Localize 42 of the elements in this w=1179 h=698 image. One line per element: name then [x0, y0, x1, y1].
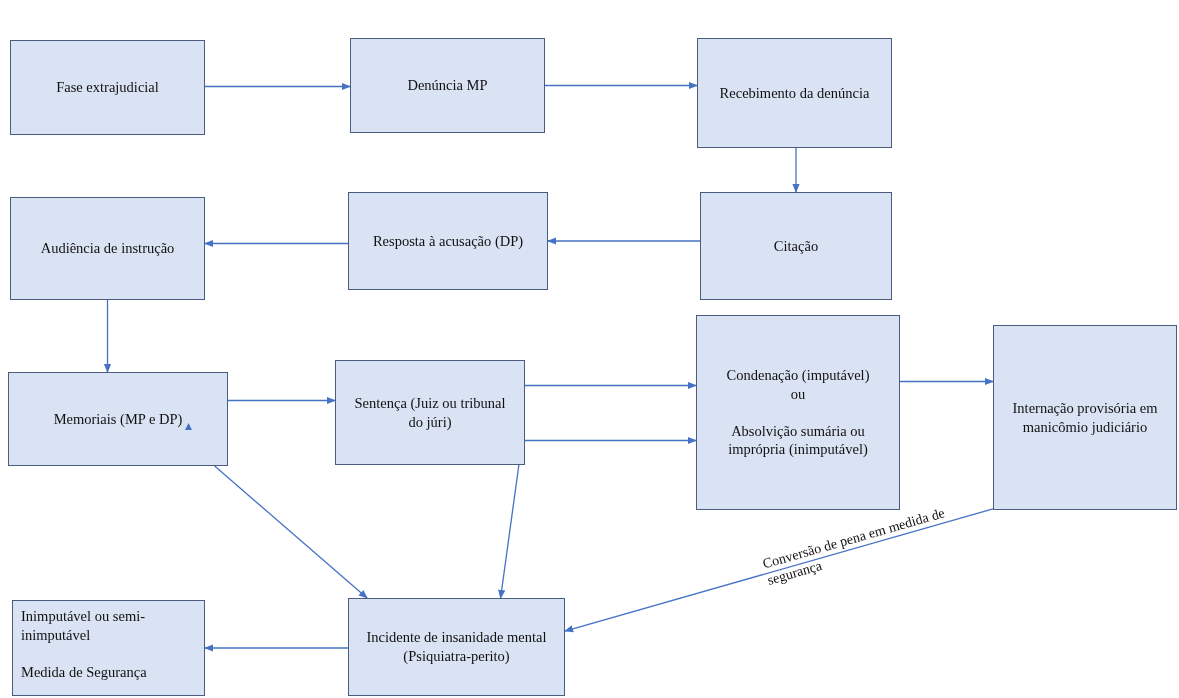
arrow [524, 381, 697, 390]
box-text: Inimputável ou semi-inimputável [21, 607, 147, 645]
process-box [993, 325, 1177, 510]
arrow [792, 147, 800, 193]
process-box [12, 600, 205, 696]
box-text: Memoriais (MP e DP) [53, 409, 183, 429]
box-text: Audiência de instrução [40, 239, 175, 258]
box-text: Condenação (imputável) [726, 365, 870, 385]
arrow [214, 465, 368, 599]
edge-label: Conversão de pena em medida de segurança [761, 504, 948, 590]
box-text: Internação provisória em manicômio judiciário [1011, 398, 1159, 437]
process-box [697, 38, 892, 148]
arrow [204, 644, 349, 652]
process-box [700, 192, 892, 300]
arrow [564, 508, 994, 633]
arrow [524, 436, 697, 445]
arrow [103, 299, 112, 373]
process-box [348, 598, 565, 696]
box-text: Citação [773, 236, 819, 256]
arrow [227, 396, 336, 405]
box-text: Incidente de insanidade mental (Psiquiatra-perito) [365, 628, 548, 666]
box-text: Sentença (Juiz ou tribunal do júri) [353, 393, 507, 432]
arrow [544, 81, 698, 90]
box-text: Medida de Segurança [21, 662, 147, 682]
arrow [547, 237, 701, 245]
process-box [10, 40, 205, 135]
arrow [498, 464, 520, 599]
box-text: Recebimento da denúncia [719, 83, 870, 103]
process-box [10, 197, 205, 300]
box-text: ou [790, 384, 806, 404]
box-text: Resposta à acusação (DP) [372, 231, 524, 251]
box-text: Absolvição sumária ou imprópria (inimputável) [727, 421, 869, 460]
box-text: Fase extrajudicial [56, 78, 159, 97]
process-box [348, 192, 548, 290]
process-box [350, 38, 545, 133]
arrow [204, 82, 351, 91]
process-box [8, 372, 228, 466]
arrow [204, 239, 349, 248]
box-text: Denúncia MP [407, 76, 488, 95]
process-box [335, 360, 525, 465]
process-box [696, 315, 900, 510]
arrow [899, 377, 994, 386]
